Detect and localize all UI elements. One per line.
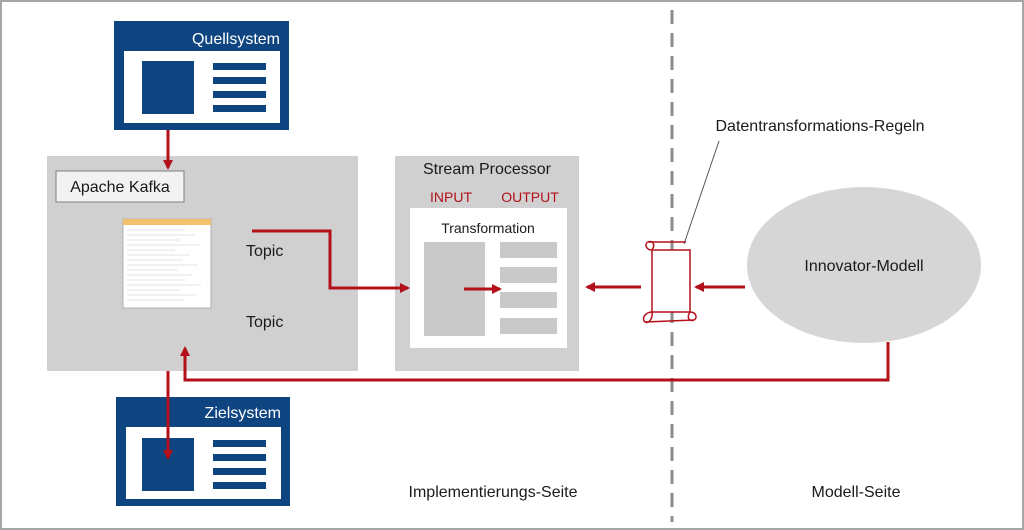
transformation-output-rows — [500, 242, 557, 334]
innovator-model-ellipse — [747, 187, 981, 343]
kafka-label: Apache Kafka — [70, 179, 170, 196]
stream-processor-output-label: OUTPUT — [501, 189, 559, 205]
source-system-window-icon: Quellsystem — [114, 21, 289, 130]
kafka-label-box — [55, 170, 185, 203]
flow-arrows — [163, 130, 890, 460]
rules-label: Datentransformations-Regeln — [716, 118, 925, 135]
target-system-window-icon: Zielsystem — [116, 397, 290, 506]
stream-processor-title: Stream Processor — [423, 161, 552, 178]
target-system-title: Zielsystem — [205, 405, 281, 422]
kafka-table-icon — [122, 218, 212, 309]
stream-processor-input-label: INPUT — [430, 189, 472, 205]
transformation-title: Transformation — [441, 220, 535, 236]
arrow-topic-to-processor — [252, 229, 410, 293]
model-side-label: Modell-Seite — [812, 484, 901, 501]
innovator-model-label: Innovator-Modell — [804, 258, 923, 275]
source-system-title: Quellsystem — [192, 31, 280, 48]
kafka-topic-2: Topic — [246, 314, 283, 331]
arrow-model-to-kafka — [180, 342, 890, 382]
rules-pointer-line — [683, 140, 720, 245]
rules-scroll-icon — [642, 240, 697, 324]
kafka-topic-1: Topic — [246, 243, 283, 260]
implementation-side-label: Implementierungs-Seite — [409, 484, 578, 501]
